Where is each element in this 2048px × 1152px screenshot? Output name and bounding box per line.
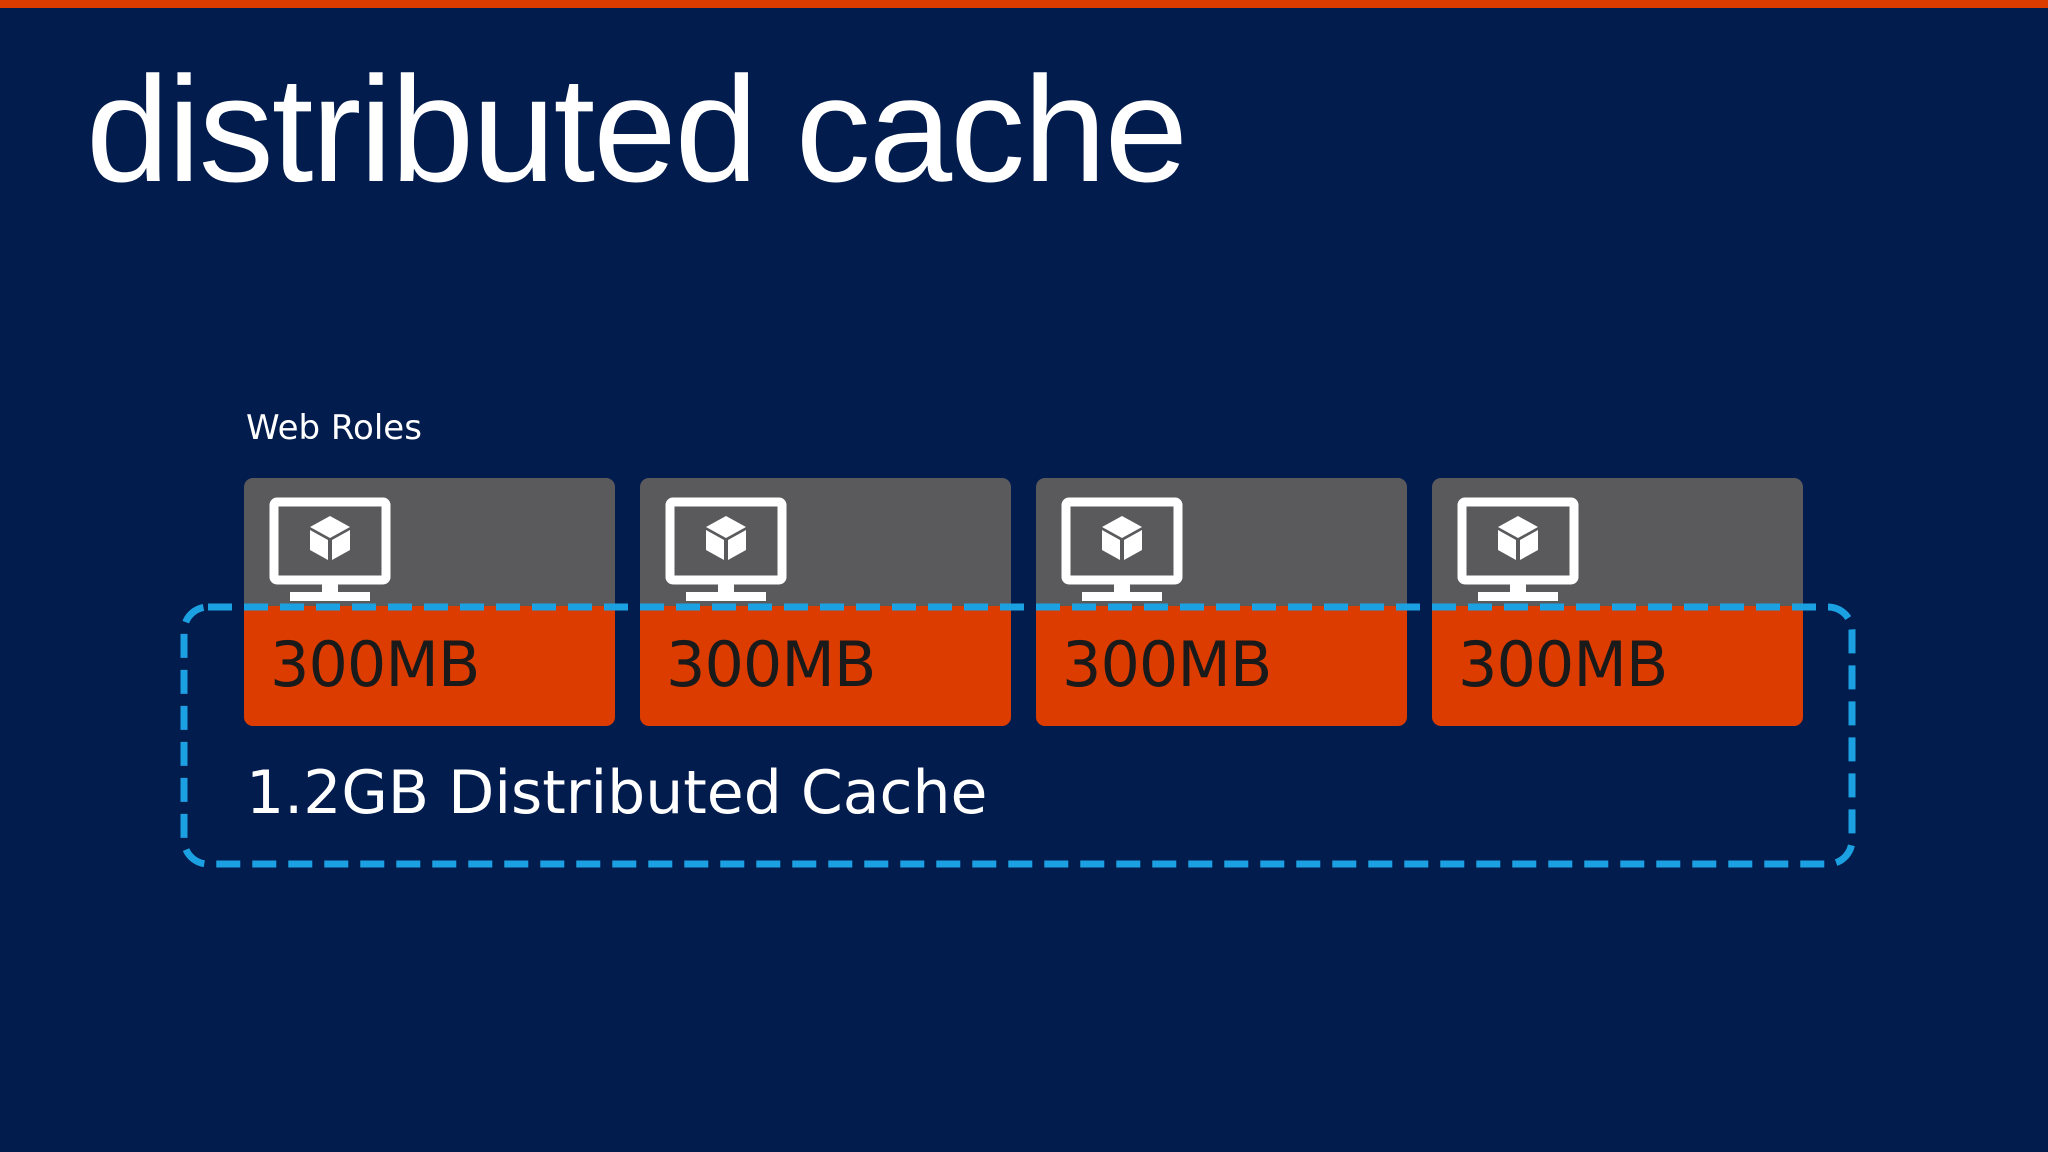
web-role-compute (1036, 478, 1407, 606)
web-role-4: 300MB (1432, 478, 1803, 726)
monitor-with-cube-icon (1457, 497, 1579, 601)
web-role-2: 300MB (640, 478, 1011, 726)
web-role-compute (640, 478, 1011, 606)
slide-title: distributed cache (86, 45, 1188, 213)
web-role-3: 300MB (1036, 478, 1407, 726)
web-role-cache: 300MB (1036, 606, 1407, 726)
web-role-1: 300MB (244, 478, 615, 726)
web-roles-label: Web Roles (246, 408, 422, 448)
web-role-cache: 300MB (640, 606, 1011, 726)
monitor-with-cube-icon (269, 497, 391, 601)
monitor-with-cube-icon (1061, 497, 1183, 601)
cache-size-label: 300MB (1062, 628, 1272, 701)
web-role-compute (244, 478, 615, 606)
web-role-compute (1432, 478, 1803, 606)
cache-size-label: 300MB (666, 628, 876, 701)
web-role-cache: 300MB (244, 606, 615, 726)
cache-size-label: 300MB (270, 628, 480, 701)
accent-bar (0, 0, 2048, 8)
distributed-cache-label: 1.2GB Distributed Cache (246, 758, 988, 828)
web-role-cache: 300MB (1432, 606, 1803, 726)
monitor-with-cube-icon (665, 497, 787, 601)
cache-size-label: 300MB (1458, 628, 1668, 701)
